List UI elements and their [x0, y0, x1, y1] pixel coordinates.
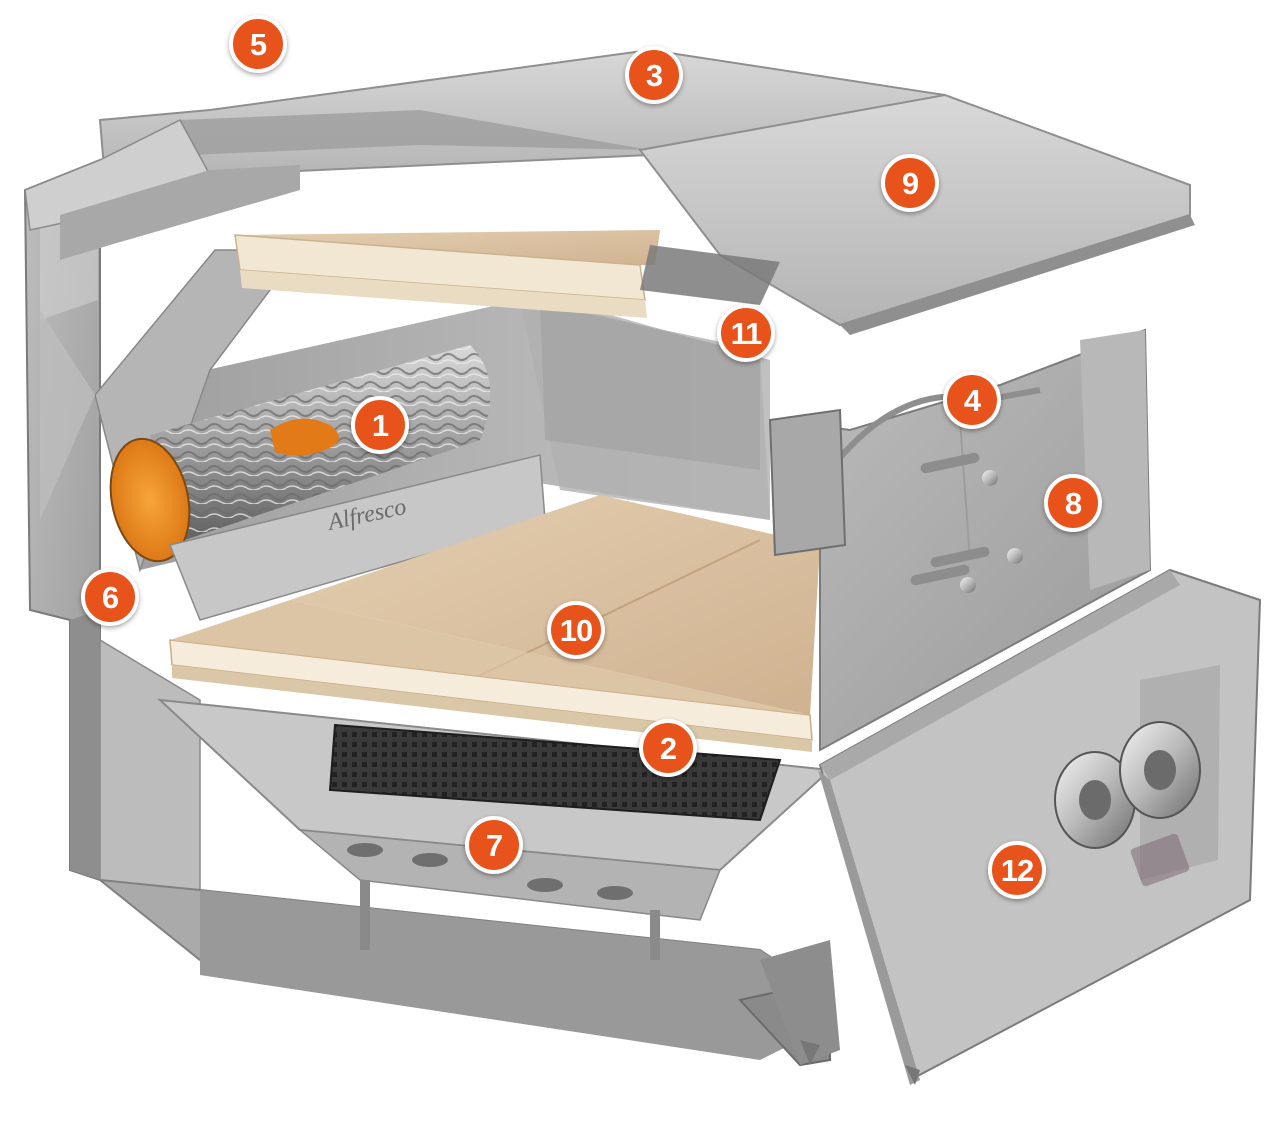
- callout-2: 2: [639, 719, 697, 777]
- callout-4: 4: [943, 371, 1001, 429]
- callout-10-label: 10: [559, 612, 593, 648]
- callout-7-label: 7: [485, 827, 503, 863]
- callout-11: 11: [717, 304, 775, 362]
- callout-6: 6: [81, 568, 139, 626]
- callout-8: 8: [1044, 474, 1102, 532]
- callout-2-label: 2: [659, 730, 677, 766]
- callout-9-label: 9: [901, 165, 919, 201]
- callout-5-label: 5: [249, 26, 267, 62]
- callout-5: 5: [229, 15, 287, 73]
- callout-8-label: 8: [1064, 485, 1082, 521]
- callout-3: 3: [625, 46, 683, 104]
- callout-6-label: 6: [101, 579, 119, 615]
- callout-7: 7: [465, 816, 523, 874]
- callout-10: 10: [547, 601, 605, 659]
- callout-12: 12: [988, 841, 1046, 899]
- callout-1: 1: [351, 396, 409, 454]
- callout-1-label: 1: [371, 407, 389, 443]
- callout-4-label: 4: [963, 382, 981, 418]
- callout-12-label: 12: [1000, 852, 1034, 888]
- callout-3-label: 3: [645, 57, 663, 93]
- callout-9: 9: [881, 154, 939, 212]
- callout-11-label: 11: [730, 315, 763, 351]
